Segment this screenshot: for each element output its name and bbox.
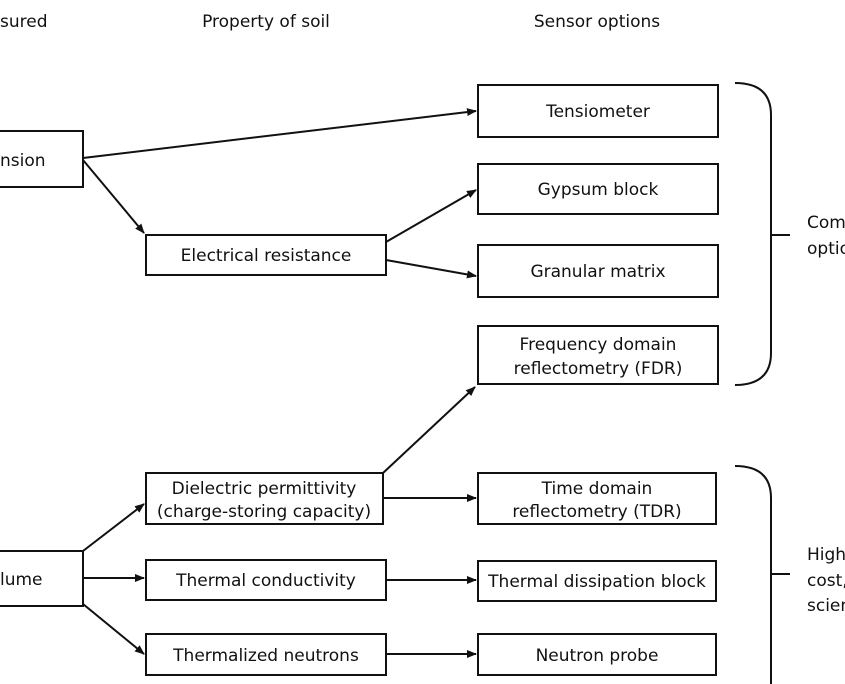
arrow-tension-electrical: [82, 159, 145, 234]
box-fdr: [477, 325, 719, 385]
header-measured: sured: [0, 12, 48, 32]
label-tensiometer: Tensiometer: [545, 102, 650, 122]
arrow-tension-tensiometer: [82, 108, 477, 159]
label-high-1: High: [807, 545, 845, 565]
arrow-dielectric-fdr: [382, 386, 476, 474]
label-high-2: cost,: [807, 571, 845, 591]
label-neutron-probe: Neutron probe: [536, 646, 659, 666]
label-common-2: optio: [807, 239, 845, 259]
label-tdr-1: Time domain: [541, 479, 653, 499]
brace-high-cost: [734, 465, 790, 684]
label-fdr-2: reflectometry (FDR): [514, 359, 683, 379]
label-gypsum-block: Gypsum block: [538, 180, 659, 200]
arrow-electrical-gypsum: [385, 189, 477, 243]
box-neutron-probe: [477, 633, 717, 676]
box-gypsum-block: [477, 163, 719, 215]
label-thermalized-neutrons: Thermalized neutrons: [172, 646, 359, 666]
box-dielectric-permittivity: [145, 472, 384, 525]
brace-common-options: [734, 82, 790, 386]
arrow-volume-dielectric: [82, 503, 145, 552]
label-granular-matrix: Granular matrix: [530, 262, 665, 282]
box-tension: [0, 130, 84, 188]
label-tension: nsion: [0, 151, 46, 171]
label-fdr-1: Frequency domain: [520, 335, 677, 355]
header-sensor-options: Sensor options: [534, 12, 660, 32]
arrow-electrical-granular: [385, 259, 477, 279]
box-electrical-resistance: [145, 234, 387, 276]
label-electrical-resistance: Electrical resistance: [181, 246, 352, 266]
box-tensiometer: [477, 84, 719, 138]
header-property: Property of soil: [202, 12, 330, 32]
box-granular-matrix: [477, 244, 719, 298]
box-volume: [0, 550, 84, 607]
label-common-1: Com: [807, 213, 845, 233]
label-volume: lume: [0, 570, 43, 590]
box-thermal-dissipation: [477, 560, 717, 602]
label-dielectric-2: (charge-storing capacity): [157, 502, 371, 522]
label-thermal-conductivity: Thermal conductivity: [175, 571, 356, 591]
label-thermal-dissipation: Thermal dissipation block: [487, 572, 706, 592]
label-tdr-2: reflectometry (TDR): [512, 502, 681, 522]
label-dielectric-1: Dielectric permittivity: [172, 479, 357, 499]
box-tdr: [477, 472, 717, 525]
arrow-volume-neutrons: [82, 603, 145, 655]
label-high-3: scien: [807, 596, 845, 616]
